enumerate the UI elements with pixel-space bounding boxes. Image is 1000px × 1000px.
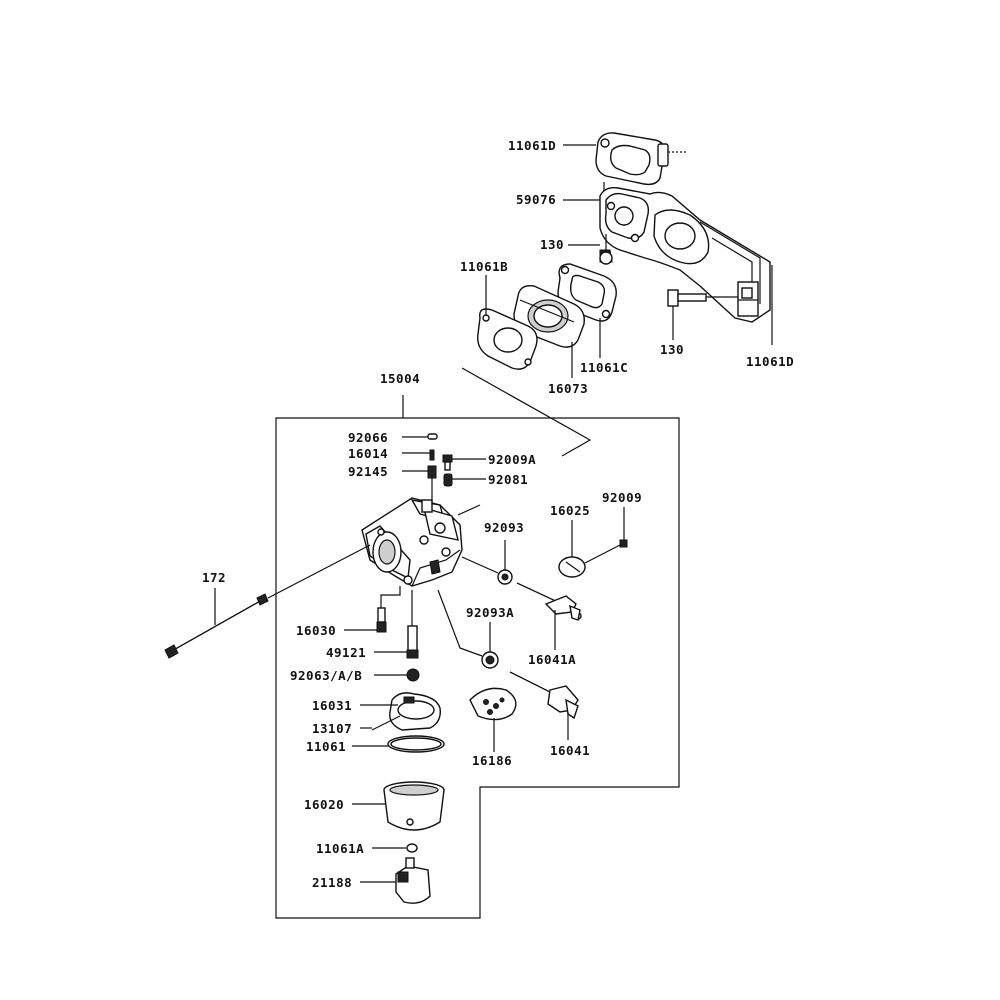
- float-pin-13107[interactable]: [371, 715, 401, 731]
- label-59076: 59076: [516, 192, 556, 207]
- label-49121: 49121: [326, 645, 366, 660]
- plug-92066[interactable]: [427, 433, 438, 440]
- assembly-boundary: [275, 395, 680, 919]
- oring-11061a[interactable]: [406, 843, 418, 853]
- label-92145: 92145: [348, 464, 388, 479]
- label-16031: 16031: [312, 698, 352, 713]
- label-21188: 21188: [312, 875, 352, 890]
- jet-16014[interactable]: [429, 449, 435, 461]
- label-11061a: 11061A: [316, 841, 364, 856]
- label-130-b: 130: [660, 342, 684, 357]
- label-16014: 16014: [348, 446, 388, 461]
- spring-92145[interactable]: [427, 465, 437, 505]
- choke-plate-16025[interactable]: [558, 556, 586, 578]
- label-16041: 16041: [550, 743, 590, 758]
- intake-manifold-59076[interactable]: [599, 186, 771, 323]
- carburetor-body[interactable]: [361, 497, 463, 587]
- label-92063: 92063/A/B: [290, 668, 362, 683]
- label-16186: 16186: [472, 753, 512, 768]
- fuel-solenoid-21188[interactable]: [395, 857, 431, 904]
- choke-shaft-16041a[interactable]: [516, 582, 582, 621]
- label-11061d-top: 11061D: [508, 138, 556, 153]
- label-172: 172: [202, 570, 226, 585]
- gasket-11061[interactable]: [387, 735, 445, 753]
- pilot-jet-16030[interactable]: [376, 607, 387, 633]
- label-16025: 16025: [550, 503, 590, 518]
- float-16031[interactable]: [389, 692, 441, 731]
- label-92066: 92066: [348, 430, 388, 445]
- main-jet-92063[interactable]: [406, 668, 420, 682]
- label-16020: 16020: [304, 797, 344, 812]
- screw-92009a[interactable]: [442, 454, 453, 471]
- gasket-11061d-top[interactable]: [595, 132, 688, 186]
- label-92093a: 92093A: [466, 605, 514, 620]
- throttle-shaft-16041[interactable]: [509, 671, 579, 720]
- screw-92009[interactable]: [619, 539, 628, 548]
- label-11061: 11061: [306, 739, 346, 754]
- label-16041a: 16041A: [528, 652, 576, 667]
- label-16073: 16073: [548, 381, 588, 396]
- bushing-92093a[interactable]: [481, 651, 499, 669]
- label-92081: 92081: [488, 472, 528, 487]
- throttle-plate-16186[interactable]: [469, 687, 517, 721]
- label-92009a: 92009A: [488, 452, 536, 467]
- label-13107: 13107: [312, 721, 352, 736]
- bolt-130-a[interactable]: [599, 234, 613, 265]
- label-11061c: 11061C: [580, 360, 628, 375]
- label-11061d-right: 11061D: [746, 354, 794, 369]
- label-92093: 92093: [484, 520, 524, 535]
- label-92009: 92009: [602, 490, 642, 505]
- main-nozzle-49121[interactable]: [406, 625, 419, 659]
- label-16030: 16030: [296, 623, 336, 638]
- label-130-a: 130: [540, 237, 564, 252]
- spring-92081[interactable]: [443, 473, 453, 487]
- label-15004: 15004: [380, 371, 420, 386]
- gasket-11061b[interactable]: [477, 308, 538, 370]
- bolt-172[interactable]: [164, 593, 269, 659]
- label-11061b: 11061B: [460, 259, 508, 274]
- bushing-92093[interactable]: [497, 569, 513, 585]
- float-bowl-16020[interactable]: [383, 781, 445, 831]
